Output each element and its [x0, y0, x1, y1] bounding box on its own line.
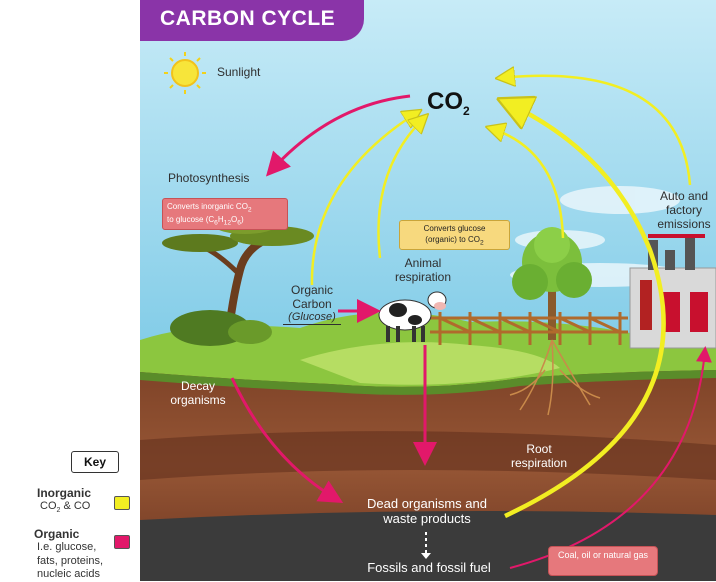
arrow-emissions-to-co2: [500, 76, 692, 186]
fuel-note: Coal, oil or natural gas: [548, 546, 658, 576]
arrow-decay-to-dead-organisms: [230, 377, 344, 504]
sun-icon: [164, 52, 206, 94]
grass-edge: [140, 370, 716, 395]
arrow-organic-carbon-to-co2: [310, 112, 418, 286]
photosynthesis-label: Photosynthesis: [168, 171, 250, 185]
organic-carbon-label: Organic Carbon: [290, 283, 334, 311]
photosynthesis-note: Converts inorganic CO2 to glucose (C6H12…: [162, 198, 288, 230]
tree-roots: [509, 339, 601, 416]
animal-respiration-label: Animal respiration: [394, 256, 452, 284]
sunlight-label: Sunlight: [217, 65, 261, 79]
acacia-tree: [162, 218, 314, 346]
decay-organisms-label: Decay organisms: [170, 379, 226, 407]
arrow-root-respiration-to-co2: [490, 128, 565, 239]
auto-factory-emissions-label: Auto and factory emissions: [657, 189, 711, 231]
key-inorganic-desc: CO2 & CO: [40, 500, 91, 515]
key-inorganic-swatch: [114, 496, 130, 510]
fossils-label: Fossils and fossil fuel: [367, 560, 491, 575]
fence: [430, 312, 628, 345]
key-organic-swatch: [114, 535, 130, 549]
respiration-note: Converts glucose (organic) to CO2: [399, 220, 510, 250]
dead-organisms-label: Dead organisms and waste products: [367, 496, 487, 526]
key-organic-desc-3: nucleic acids: [37, 568, 100, 580]
diagram-title: CARBON CYCLE: [160, 7, 336, 30]
glucose-label: (Glucose): [283, 311, 341, 325]
inorganic-flow-arrows: [310, 76, 692, 286]
round-tree: [512, 227, 592, 340]
grass-hill-light: [300, 342, 560, 385]
arrow-dead-organisms-to-co2: [505, 102, 666, 519]
arrow-co2-to-photosynthesis: [265, 94, 411, 177]
key-inorganic-title: Inorganic: [37, 486, 92, 500]
co2-label: CO2: [427, 88, 470, 118]
title-banner: [140, 0, 364, 41]
root-respiration-label: Root respiration: [510, 442, 568, 470]
arrow-burial-to-fossils: [421, 532, 431, 559]
cow-icon: [378, 291, 447, 342]
key-organic-title: Organic: [34, 527, 80, 541]
key-organic-desc-2: fats, proteins,: [37, 555, 104, 567]
key-organic-desc-1: I.e. glucose,: [37, 541, 97, 553]
arrow-animal-respiration-to-co2: [377, 117, 425, 259]
key-heading: Key: [71, 451, 119, 473]
